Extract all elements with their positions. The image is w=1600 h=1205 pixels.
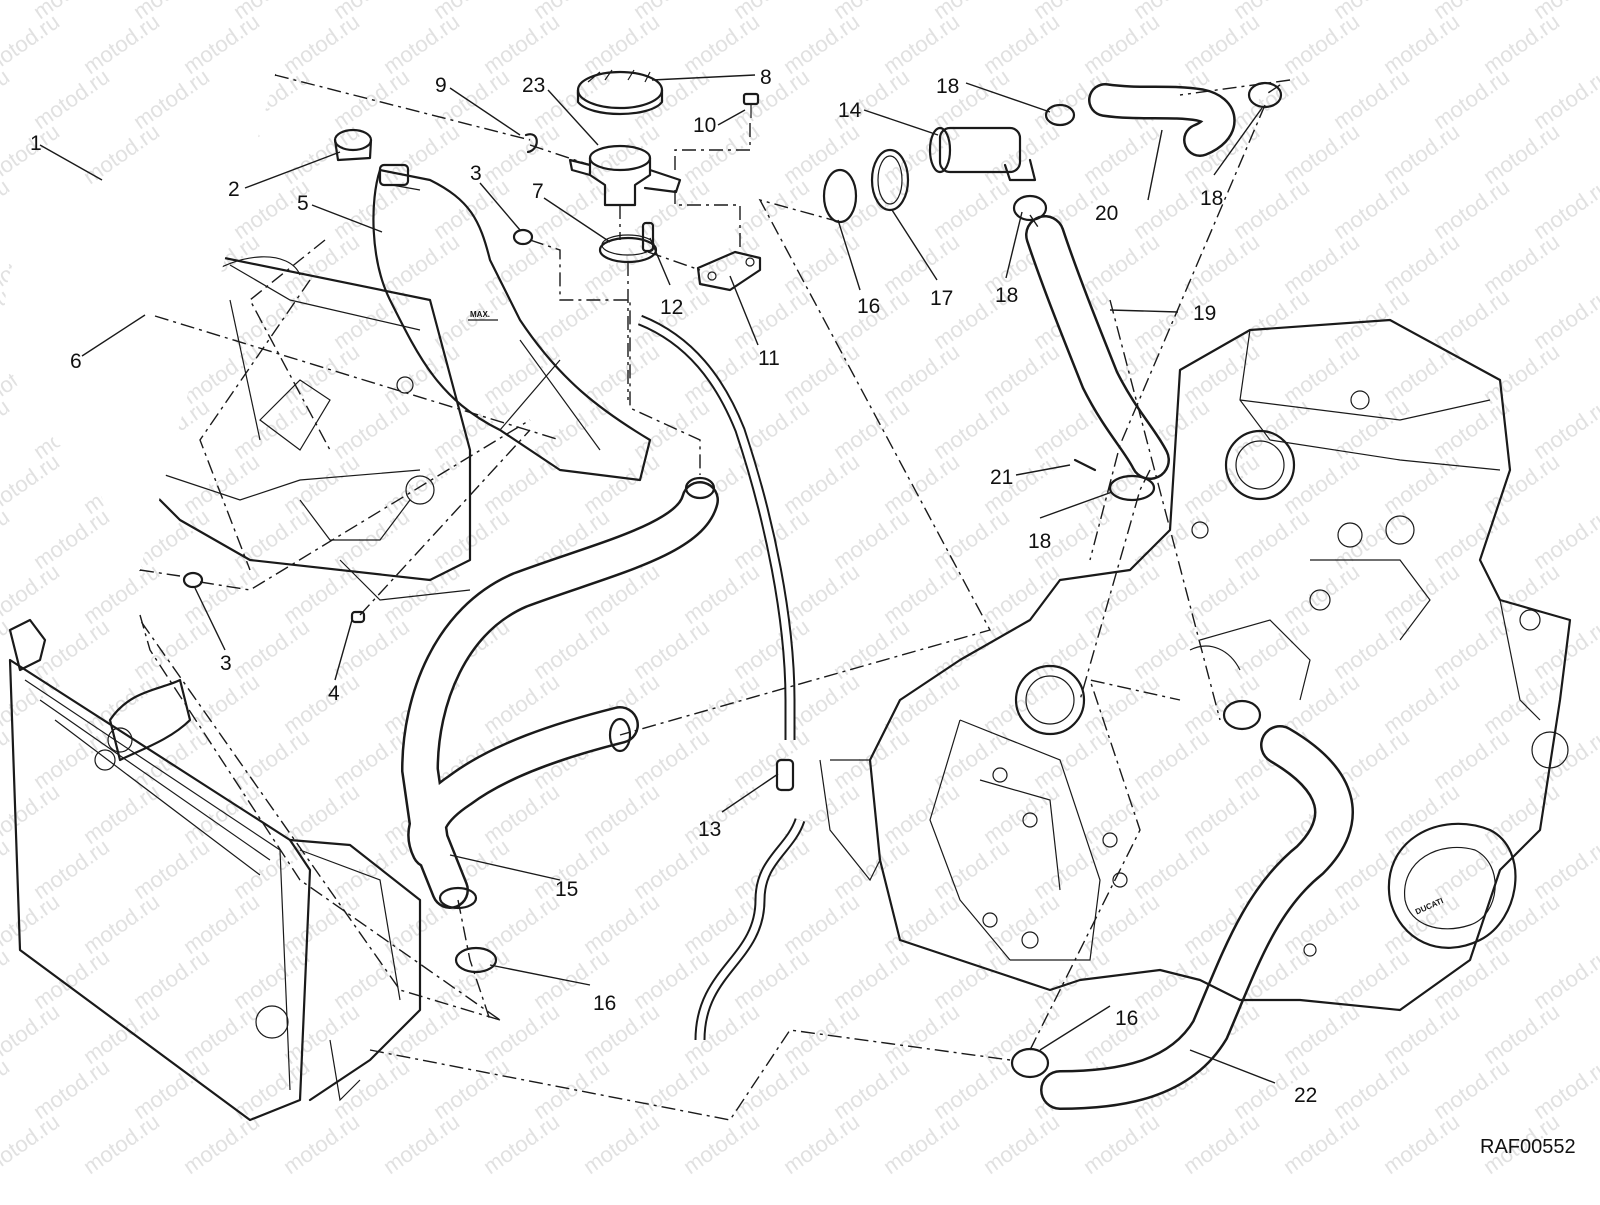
- watermark-text: motod.ru: [0, 834, 14, 904]
- callout-20: 20: [1095, 202, 1118, 225]
- watermark-text: motod.ru: [1529, 944, 1600, 1014]
- watermark-text: motod.ru: [1529, 504, 1600, 574]
- drawing-code: RAF00552: [1480, 1136, 1576, 1158]
- watermark-text: motod.ru: [0, 559, 64, 629]
- screw-12: [641, 221, 655, 253]
- callout-18: 18: [1200, 187, 1223, 210]
- callout-9: 9: [435, 74, 447, 97]
- watermark-text: motod.ru: [0, 449, 64, 519]
- callout-5: 5: [297, 192, 309, 215]
- grommet-3-upper: [512, 228, 534, 246]
- callout-18: 18: [1028, 530, 1051, 553]
- tank-max-mark: MAX.: [470, 310, 490, 319]
- callout-21: 21: [990, 466, 1013, 489]
- callout-labels: 1 2 3 3 4 5 6 7 8 9 10 11 12 13 14 15 16…: [30, 66, 1317, 1107]
- bracket-11: [696, 250, 762, 292]
- watermark-text: motod.ru: [1529, 1054, 1600, 1124]
- callout-6: 6: [70, 350, 82, 373]
- watermark-text: motod.ru: [0, 394, 14, 464]
- watermark-text: motod.ru: [1079, 1109, 1164, 1179]
- callout-8: 8: [760, 66, 772, 89]
- watermark-text: motod.ru: [0, 9, 64, 79]
- callout-3: 3: [470, 162, 482, 185]
- callout-19: 19: [1193, 302, 1216, 325]
- grommet-3-lower: [182, 571, 204, 589]
- callout-1: 1: [30, 132, 42, 155]
- watermark-text: motod.ru: [579, 1109, 664, 1179]
- callout-16: 16: [857, 295, 880, 318]
- callout-13: 13: [698, 818, 721, 841]
- watermark-text: motod.ru: [79, 1109, 164, 1179]
- callout-16: 16: [593, 992, 616, 1015]
- callout-10: 10: [693, 114, 716, 137]
- watermark-text: motod.ru: [479, 1109, 564, 1179]
- watermark-text: motod.ru: [0, 0, 14, 24]
- filler-cap: [576, 69, 664, 116]
- overflow-hose-13: [637, 314, 806, 1041]
- screw-10: [742, 92, 760, 118]
- callout-15: 15: [555, 878, 578, 901]
- callout-16: 16: [1115, 1007, 1138, 1030]
- hose-clamps-18: [454, 81, 1283, 1079]
- watermark-text: motod.ru: [879, 1109, 964, 1179]
- clamp-16-top: [822, 168, 858, 224]
- callout-4: 4: [328, 682, 340, 705]
- callout-18: 18: [995, 284, 1018, 307]
- watermark-text: motod.ru: [1529, 284, 1600, 354]
- hose-clip-9: [524, 133, 538, 154]
- watermark-text: motod.ru: [0, 889, 64, 959]
- callout-14: 14: [838, 99, 862, 122]
- watermark-text: motod.ru: [0, 64, 14, 134]
- watermark-text: motod.ru: [1529, 174, 1600, 244]
- breather-hose-1: [4, 66, 277, 572]
- callout-7: 7: [532, 180, 544, 203]
- watermark-text: motod.ru: [279, 1109, 364, 1179]
- radiator: [8, 618, 422, 1122]
- callout-22: 22: [1294, 1084, 1317, 1107]
- callout-12: 12: [660, 296, 683, 319]
- hose-20: [1088, 83, 1236, 157]
- expansion-tank: MAX.: [372, 163, 652, 482]
- callout-18: 18: [936, 75, 959, 98]
- engine: DUCATI: [819, 318, 1572, 1012]
- watermark-text: motod.ru: [379, 1109, 464, 1179]
- callout-23: 23: [522, 74, 545, 97]
- watermark-text: motod.ru: [1529, 834, 1600, 904]
- watermark-text: motod.ru: [1179, 1109, 1264, 1179]
- hose-22: [1040, 725, 1354, 1110]
- watermark-text: motod.ru: [1279, 1109, 1364, 1179]
- watermark-text: motod.ru: [0, 174, 14, 244]
- leader-lines: [39, 74, 1276, 1084]
- watermark-text: motod.ru: [0, 999, 64, 1069]
- thermostat-14: [928, 126, 1037, 182]
- callout-3: 3: [220, 652, 232, 675]
- assembly-lines: [139, 74, 1291, 1121]
- watermark-text: motod.ru: [979, 1109, 1064, 1179]
- watermark-text: motod.ru: [679, 1109, 764, 1179]
- radiator-hose-15: [400, 476, 719, 910]
- watermark-text: motod.ru: [1529, 724, 1600, 794]
- gasket-17: [870, 148, 910, 212]
- screw-4: [350, 610, 366, 624]
- watermark-text: motod.ru: [1529, 64, 1600, 134]
- callout-11: 11: [758, 347, 780, 370]
- watermark-text: motod.ru: [0, 614, 14, 684]
- callout-2: 2: [228, 178, 240, 201]
- hose-19: [1025, 215, 1170, 480]
- watermark-text: motod.ru: [0, 779, 64, 849]
- callout-17: 17: [930, 287, 953, 310]
- watermark-text: motod.ru: [1379, 1109, 1464, 1179]
- watermark-text: motod.ru: [0, 504, 14, 574]
- watermark-text: motod.ru: [0, 944, 14, 1014]
- watermark-text: motod.ru: [1529, 394, 1600, 464]
- watermark-text: motod.ru: [0, 1109, 64, 1179]
- watermark-text: motod.ru: [0, 1054, 14, 1124]
- watermark-text: motod.ru: [779, 1109, 864, 1179]
- cap-2: [333, 128, 373, 162]
